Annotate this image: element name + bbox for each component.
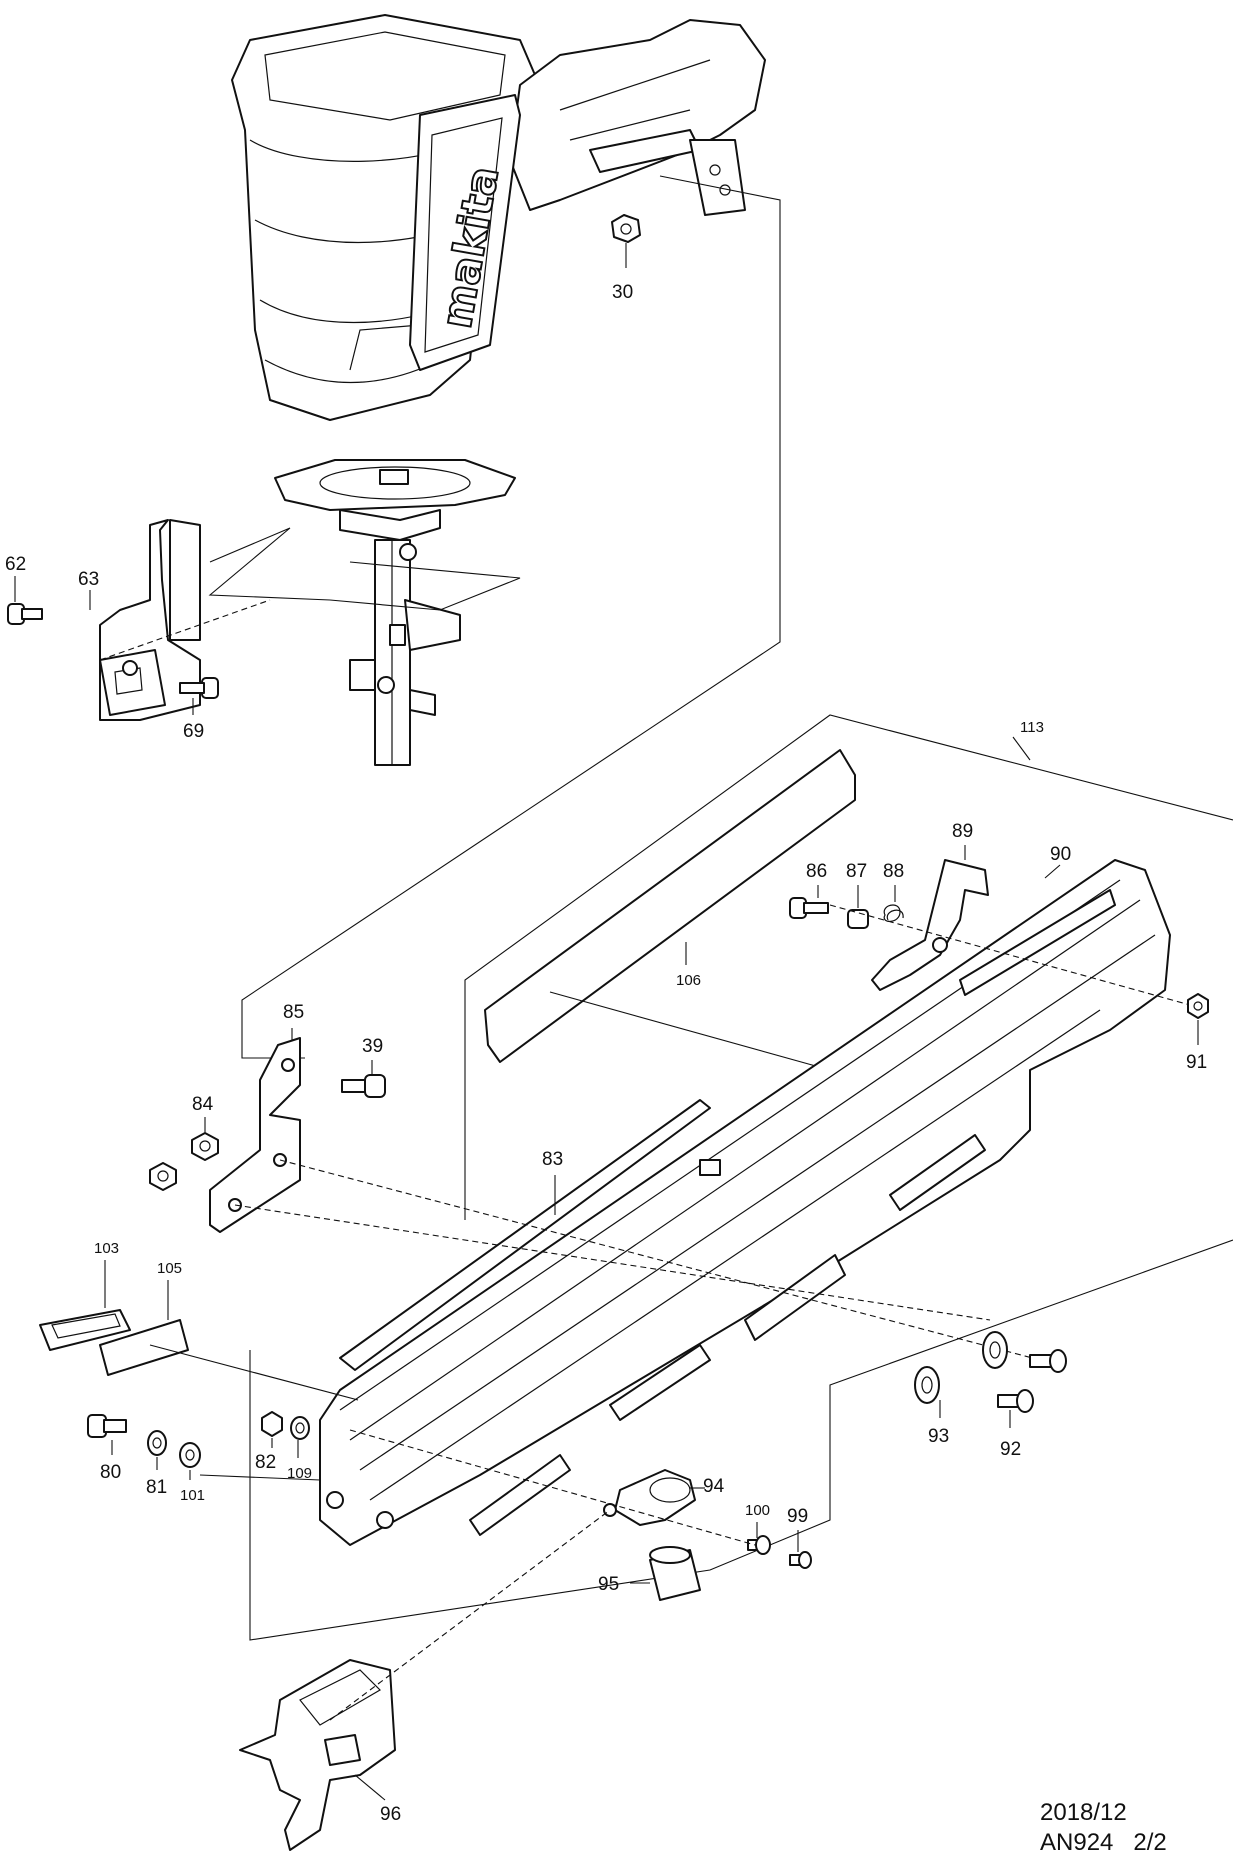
callout-80: 80 [100, 1462, 121, 1483]
callout-99: 99 [787, 1506, 808, 1527]
callout-30: 30 [612, 282, 633, 303]
part-87-collar: 87 [846, 861, 869, 929]
footer-page: 2/2 [1133, 1829, 1167, 1856]
callout-90: 90 [1050, 844, 1071, 865]
part-95-bumper: 95 [598, 1546, 701, 1601]
part-96-nose-guide: 96 [239, 1659, 401, 1851]
part-85-bracket: 85 [209, 1002, 304, 1233]
part-101-nut: 101 [179, 1442, 205, 1504]
part-84-nut: 84 [149, 1094, 219, 1191]
callout-82: 82 [255, 1452, 276, 1473]
driver-assembly [274, 459, 516, 766]
callout-63: 63 [78, 569, 99, 590]
callout-106: 106 [676, 972, 701, 989]
callout-83: 83 [542, 1149, 563, 1170]
callout-103: 103 [94, 1240, 119, 1257]
callout-94: 94 [703, 1476, 725, 1497]
footer-date: 2018/12 [1040, 1799, 1127, 1826]
part-100-screw: 100 [745, 1502, 771, 1555]
part-62-screw: 62 [5, 554, 43, 625]
part-103-pad: 103 [39, 1240, 131, 1351]
callout-95: 95 [598, 1574, 619, 1595]
callout-69: 69 [183, 721, 204, 742]
part-39-screw: 39 [341, 1036, 386, 1098]
part-106-label: 106 [484, 749, 856, 1071]
footer-model-page: AN924 2/2 [1040, 1828, 1230, 1858]
part-92-screw: 92 [997, 1349, 1067, 1460]
part-99-screw: 99 [787, 1506, 812, 1569]
callout-88: 88 [883, 861, 904, 882]
part-109-washer: 109 [287, 1416, 312, 1482]
part-80-screw: 80 [87, 1414, 127, 1483]
part-63-bracket: 63 [78, 519, 201, 721]
part-88-spring: 88 [883, 861, 904, 922]
part-82-nut: 82 [255, 1411, 283, 1473]
part-89-latch: 89 [871, 821, 989, 991]
callout-101: 101 [180, 1487, 205, 1504]
tool-housing: makita [231, 14, 766, 421]
part-94-stopper: 94 [603, 1469, 725, 1526]
callout-87: 87 [846, 861, 867, 882]
callout-105: 105 [157, 1260, 182, 1277]
callout-86: 86 [806, 861, 827, 882]
footer-model: AN924 [1040, 1829, 1114, 1856]
callout-89: 89 [952, 821, 973, 842]
footer-reference: 2018/12 AN924 2/2 [1040, 1798, 1230, 1858]
callout-91: 91 [1186, 1052, 1207, 1073]
callout-84: 84 [192, 1094, 214, 1115]
callout-100: 100 [745, 1502, 770, 1519]
part-81-washer: 81 [146, 1430, 167, 1498]
part-86-screw: 86 [789, 861, 829, 919]
part-105-label: 105 [99, 1260, 189, 1376]
callout-96: 96 [380, 1804, 401, 1825]
callout-93: 93 [928, 1426, 949, 1447]
callout-109: 109 [287, 1465, 312, 1482]
part-69-screw: 69 [179, 677, 219, 742]
part-83-rod: 83 [339, 1099, 711, 1371]
part-93-washer: 93 [914, 1331, 1008, 1447]
callout-113: 113 [1020, 719, 1044, 736]
part-91-nut: 91 [1186, 993, 1209, 1073]
callout-39: 39 [362, 1036, 383, 1057]
callout-62: 62 [5, 554, 26, 575]
part-30-nut: 30 [611, 214, 641, 303]
callout-81: 81 [146, 1477, 167, 1498]
callout-85: 85 [283, 1002, 304, 1023]
part-90-magazine-rail: 90 [319, 844, 1171, 1546]
callout-92: 92 [1000, 1439, 1021, 1460]
